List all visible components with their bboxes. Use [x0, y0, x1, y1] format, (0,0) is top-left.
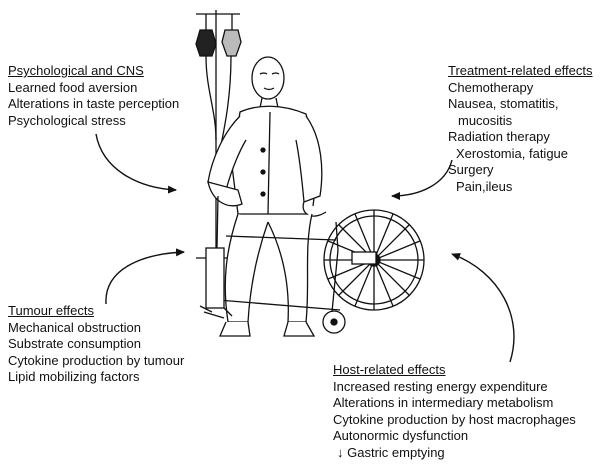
tumour-block: Tumour effects Mechanical obstruction Su… — [8, 303, 184, 386]
treatment-heading: Treatment-related effects — [448, 63, 593, 80]
psychological-line: Learned food aversion — [8, 80, 179, 97]
psychological-arrow — [96, 134, 176, 190]
treatment-line: Radiation therapy — [448, 129, 593, 146]
psychological-block: Psychological and CNS Learned food avers… — [8, 63, 179, 129]
host-arrow — [452, 254, 514, 362]
host-line: Cytokine production by host macrophages — [333, 412, 576, 429]
tumour-arrow — [106, 252, 184, 304]
treatment-line: Chemotherapy — [448, 80, 593, 97]
tumour-heading: Tumour effects — [8, 303, 184, 320]
treatment-line: Surgery — [448, 162, 593, 179]
treatment-arrow — [392, 160, 452, 196]
host-line-gastric: ↓ Gastric emptying — [333, 445, 576, 462]
host-line: Autonormic dysfunction — [333, 428, 576, 445]
tumour-line: Substrate consumption — [8, 336, 184, 353]
treatment-line: Xerostomia, fatigue — [448, 146, 593, 163]
psychological-line: Psychological stress — [8, 113, 179, 130]
treatment-line: Pain,ileus — [448, 179, 593, 196]
treatment-line: Nausea, stomatitis, — [448, 96, 593, 113]
host-line: Increased resting energy expenditure — [333, 379, 576, 396]
host-line: Alterations in intermediary metabolism — [333, 395, 576, 412]
psychological-heading: Psychological and CNS — [8, 63, 179, 80]
down-arrow-icon: ↓ — [337, 445, 344, 460]
tumour-line: Mechanical obstruction — [8, 320, 184, 337]
psychological-line: Alterations in taste perception — [8, 96, 179, 113]
host-heading: Host-related effects — [333, 362, 576, 379]
treatment-line: mucositis — [448, 113, 593, 130]
tumour-line: Lipid mobilizing factors — [8, 369, 184, 386]
patient-icon — [208, 57, 326, 336]
host-block: Host-related effects Increased resting e… — [333, 362, 576, 461]
host-line: Gastric emptying — [347, 445, 445, 460]
tumour-line: Cytokine production by tumour — [8, 353, 184, 370]
treatment-block: Treatment-related effects Chemotherapy N… — [448, 63, 593, 195]
